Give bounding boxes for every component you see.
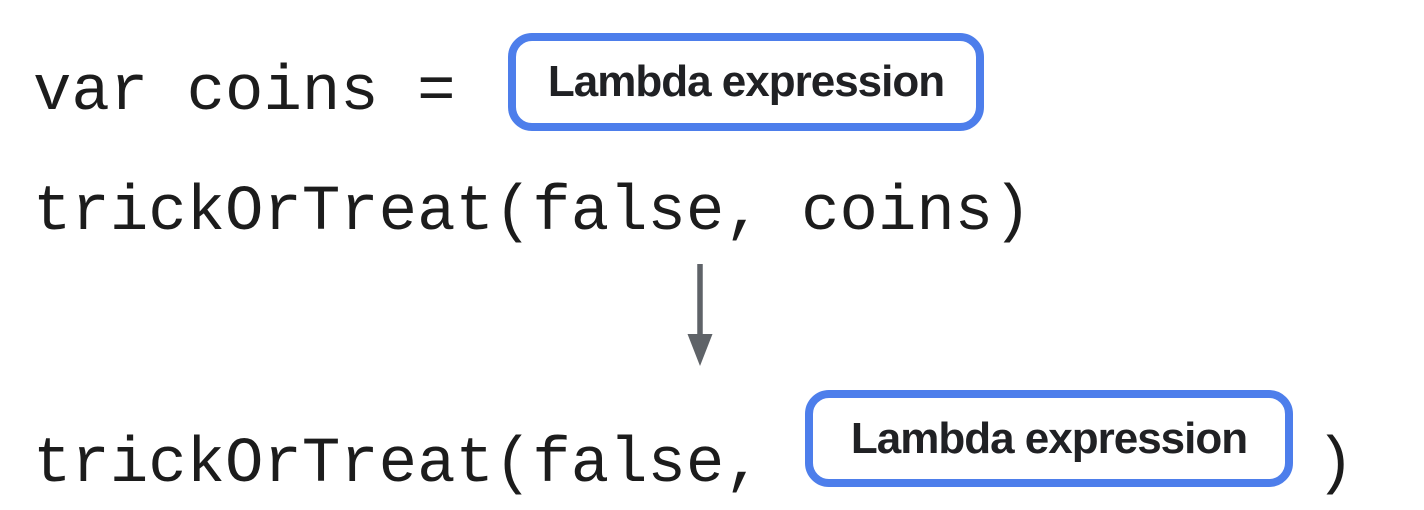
lambda-expression-box-assignment: Lambda expression [508, 33, 984, 131]
lambda-expression-label: Lambda expression [850, 413, 1248, 463]
down-arrow-icon [687, 264, 713, 366]
lambda-expression-label: Lambda expression [547, 57, 945, 106]
code-var-declaration: var coins = [33, 57, 456, 129]
lambda-expression-box-argument: Lambda expression [805, 390, 1293, 487]
code-function-call-with-variable: trickOrTreat(false, coins) [33, 177, 1032, 249]
code-closing-paren: ) [1316, 429, 1355, 501]
code-function-call-before-lambda: trickOrTreat(false, [33, 429, 763, 501]
